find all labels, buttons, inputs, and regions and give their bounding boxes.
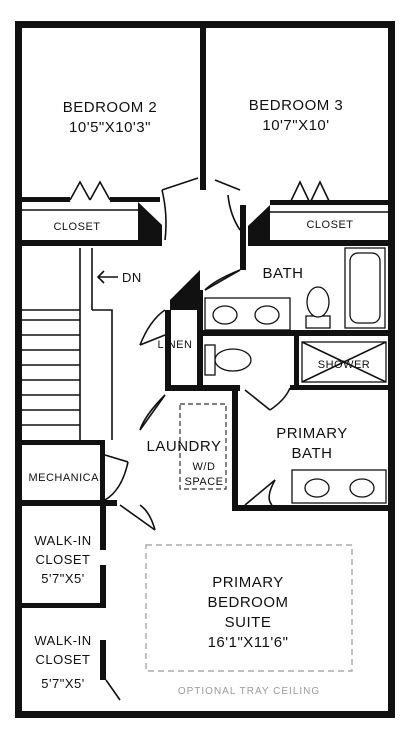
wd-label-line1: W/D: [193, 461, 216, 473]
closet-right-label: CLOSET: [306, 219, 353, 231]
shower-label: SHOWER: [318, 359, 371, 371]
closet-left-label: CLOSET: [53, 221, 100, 233]
walkin2-name-line1: WALK-IN: [34, 633, 91, 648]
tray-ceiling-label: OPTIONAL TRAY CEILING: [178, 686, 320, 697]
room-labels: BEDROOM 2 10'5"X10'3" BEDROOM 3 10'7"X10…: [28, 97, 371, 697]
bedroom3-size: 10'7"X10': [262, 117, 329, 134]
walkin2-name-line2: CLOSET: [35, 652, 90, 667]
primary-suite-name-line2: BEDROOM: [207, 594, 288, 611]
mechanical-label: MECHANICAL: [28, 472, 105, 484]
bedroom2-name: BEDROOM 2: [63, 99, 158, 116]
bedroom3-name: BEDROOM 3: [249, 97, 344, 114]
primary-bath-label-line1: PRIMARY: [276, 425, 348, 442]
exterior-walls: [15, 21, 395, 718]
linen-label: LINEN: [158, 339, 193, 351]
walkin1-size: 5'7"X5': [41, 571, 84, 586]
laundry-label: LAUNDRY: [147, 438, 222, 455]
walkin1-name-line1: WALK-IN: [34, 533, 91, 548]
wd-label-line2: SPACE: [185, 476, 224, 488]
primary-suite-name-line1: PRIMARY: [212, 574, 284, 591]
stairs: [22, 248, 118, 440]
walkin1-name-line2: CLOSET: [35, 552, 90, 567]
fixtures: [145, 247, 387, 672]
primary-bath-label-line2: BATH: [292, 445, 333, 462]
bedroom2-size: 10'5"X10'3": [69, 119, 151, 136]
doors: [69, 177, 331, 701]
primary-suite-name-line3: SUITE: [225, 614, 272, 631]
stairs-dn-label: DN: [122, 270, 142, 285]
walkin2-size: 5'7"X5': [41, 676, 84, 691]
primary-suite-size: 16'1"X11'6": [208, 634, 289, 651]
closet-details: [22, 209, 388, 213]
bath-label: BATH: [263, 265, 304, 282]
interior-walls: [22, 25, 388, 680]
